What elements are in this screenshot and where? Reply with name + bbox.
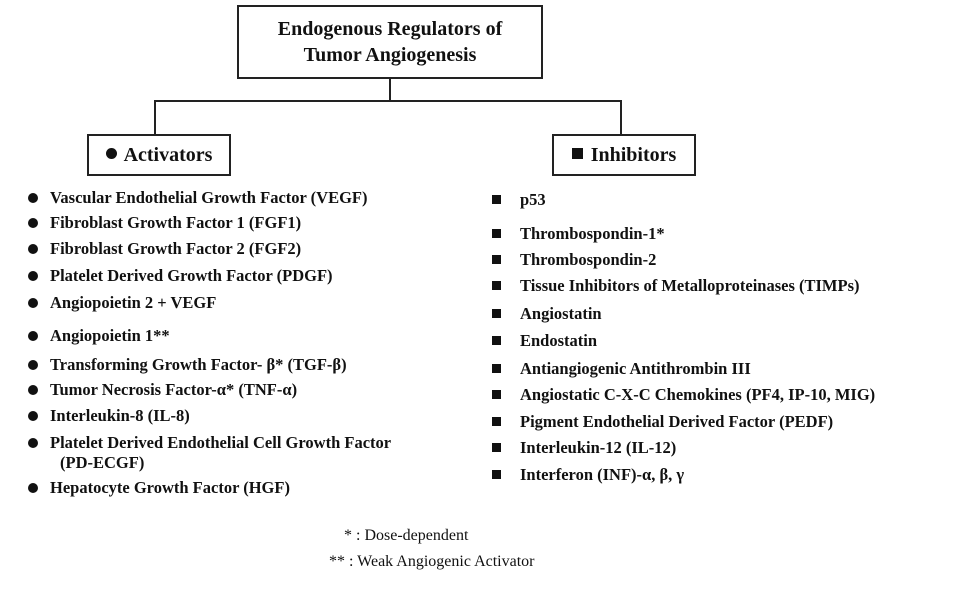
list-item: Thrombospondin-2	[492, 250, 952, 270]
root-title-line2: Tumor Angiogenesis	[303, 44, 477, 66]
activators-label: Activators	[123, 143, 213, 166]
root-node: Endogenous Regulators of Tumor Angiogene…	[237, 5, 543, 79]
activators-list: Vascular Endothelial Growth Factor (VEGF…	[28, 188, 478, 498]
list-item: Angiostatic C-X-C Chemokines (PF4, IP-10…	[492, 385, 952, 405]
circle-bullet-icon	[105, 147, 117, 159]
inhibitors-list: p53 Thrombospondin-1* Thrombospondin-2 T…	[492, 190, 952, 485]
list-item: Thrombospondin-1*	[492, 224, 952, 244]
list-item: Fibroblast Growth Factor 1 (FGF1)	[28, 213, 478, 233]
footnote-weak-activator: ** : Weak Angiogenic Activator	[329, 553, 535, 570]
list-item: Interferon (INF)-α, β, γ	[492, 465, 952, 485]
connector-inhibitors-drop	[620, 100, 622, 134]
list-item: Endostatin	[492, 331, 952, 351]
list-item: Vascular Endothelial Growth Factor (VEGF…	[28, 188, 478, 208]
inhibitors-node: Inhibitors	[552, 134, 696, 176]
list-item: Fibroblast Growth Factor 2 (FGF2)	[28, 239, 478, 259]
root-title: Endogenous Regulators of Tumor Angiogene…	[278, 16, 502, 68]
connector-activators-drop	[154, 100, 156, 134]
list-item: Angiostatin	[492, 304, 952, 324]
list-item: Tumor Necrosis Factor-α* (TNF-α)	[28, 380, 478, 400]
connector-root-stem	[389, 79, 391, 101]
list-item: Pigment Endothelial Derived Factor (PEDF…	[492, 412, 952, 432]
list-item: Hepatocyte Growth Factor (HGF)	[28, 478, 478, 498]
list-item: Interleukin-8 (IL-8)	[28, 406, 478, 426]
list-item: Angiopoietin 1**	[28, 326, 478, 346]
list-item: Angiopoietin 2 + VEGF	[28, 293, 478, 313]
inhibitors-label: Inhibitors	[590, 143, 677, 166]
root-title-line1: Endogenous Regulators of	[277, 18, 503, 40]
list-item: Antiangiogenic Antithrombin III	[492, 359, 952, 379]
list-item: Platelet Derived Endothelial Cell Growth…	[28, 433, 478, 473]
list-item: Interleukin-12 (IL-12)	[492, 438, 952, 458]
list-item: Tissue Inhibitors of Metalloproteinases …	[492, 276, 952, 296]
activators-node: Activators	[87, 134, 231, 176]
square-bullet-icon	[571, 147, 583, 159]
list-item: Platelet Derived Growth Factor (PDGF)	[28, 266, 478, 286]
connector-horizontal	[154, 100, 622, 102]
list-item: p53	[492, 190, 952, 210]
footnote-dose-dependent: * : Dose-dependent	[344, 527, 469, 544]
list-item: Transforming Growth Factor- β* (TGF-β)	[28, 355, 478, 375]
